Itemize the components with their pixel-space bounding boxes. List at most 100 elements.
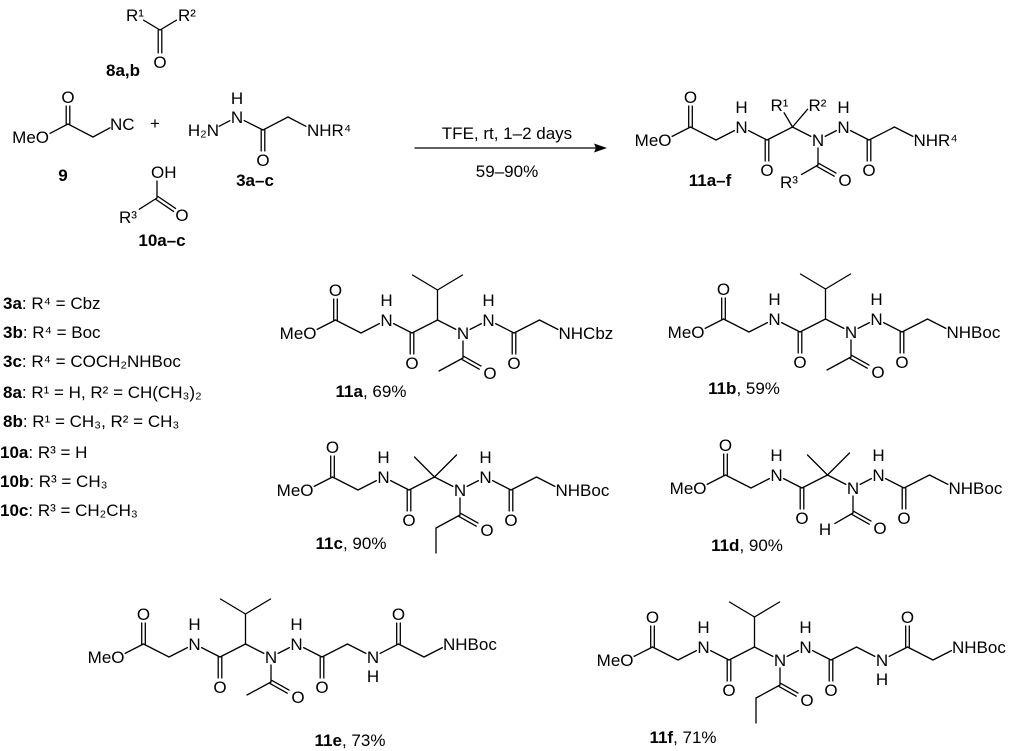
acyl-oxygen: O: [291, 688, 304, 707]
carbonyl-oxygen: O: [213, 678, 226, 697]
carbonyl-oxygen: O: [895, 353, 908, 372]
carbonyl-oxygen: O: [137, 605, 150, 624]
r1-label: R¹: [771, 96, 789, 115]
bond: [753, 601, 781, 618]
terminal-group-label: NHR⁴: [307, 121, 351, 140]
atom-label: H: [380, 291, 392, 310]
compound-id: 11f: [649, 728, 673, 747]
bond: [392, 322, 413, 334]
bond: [893, 126, 914, 138]
atom-label: N: [837, 118, 849, 137]
formyl-hydrogen: H: [819, 520, 831, 539]
bond: [510, 476, 538, 491]
acyl-oxygen: O: [871, 363, 884, 382]
bond: [435, 514, 461, 529]
legend-id: 3a: [3, 294, 22, 313]
bond: [538, 319, 559, 331]
bond: [926, 318, 947, 330]
atom-label: O: [256, 151, 269, 170]
methoxy-label: MeO: [280, 324, 317, 343]
atom-label: H: [231, 89, 243, 108]
carbonyl-oxygen: O: [717, 280, 730, 299]
compound-label: 3a–c: [236, 171, 274, 190]
bond: [806, 454, 829, 476]
terminal-group-label: NHBoc: [443, 635, 497, 654]
bond: [766, 126, 794, 141]
bond: [928, 474, 949, 486]
compound-id: 11e: [315, 731, 342, 750]
atom-label: O: [61, 88, 74, 107]
compound-label: 11a, 69%: [336, 382, 407, 401]
compound-id: 11a: [336, 382, 364, 401]
atom-label: H: [479, 448, 491, 467]
isocyanide-label: NC: [110, 115, 135, 134]
carbonyl-oxygen: O: [722, 681, 735, 700]
compound-id: 11c: [316, 534, 343, 553]
bond: [302, 646, 323, 658]
bond: [397, 643, 425, 658]
compound-label: 11e, 73%: [315, 731, 386, 750]
compound-id: 11a–f: [689, 171, 732, 190]
bond: [633, 646, 654, 658]
compound-label: 11f, 71%: [649, 728, 716, 747]
bond: [513, 319, 541, 334]
bond: [244, 598, 272, 615]
bond: [799, 273, 827, 290]
legend-text: : R¹ = H, R² = CH(CH₃)₂: [22, 383, 202, 402]
bond: [168, 646, 189, 658]
bond: [677, 649, 698, 661]
atom-label: H: [870, 290, 882, 309]
bond: [246, 681, 272, 696]
bond: [748, 321, 769, 333]
bond: [826, 452, 851, 476]
r3-label: R³: [119, 208, 137, 227]
bond: [800, 164, 819, 176]
bond: [331, 476, 359, 491]
compound-yield: , 71%: [673, 728, 716, 747]
compound-yield: , 90%: [739, 536, 782, 555]
terminal-group-label: NHCbz: [559, 324, 614, 343]
atom-label: N: [876, 651, 888, 670]
atom-label: H: [799, 618, 811, 637]
bond: [413, 456, 436, 478]
carbonyl-oxygen: O: [504, 511, 517, 530]
atom-label: N: [479, 468, 491, 487]
carbonyl-oxygen: O: [646, 608, 659, 627]
bond: [706, 474, 727, 486]
bond: [671, 126, 692, 138]
carbonyl-oxygen: O: [795, 509, 808, 528]
bond: [801, 474, 829, 489]
bond: [651, 646, 679, 661]
bond: [826, 474, 847, 486]
bond: [791, 108, 809, 128]
atom-label: N: [735, 118, 747, 137]
r3-label: R³: [780, 173, 798, 192]
double-bond: [458, 515, 477, 527]
bond: [142, 643, 170, 658]
r2-label: R²: [809, 96, 827, 115]
carbonyl-oxygen: O: [719, 436, 732, 455]
atom-label: H: [768, 290, 780, 309]
compound-yield: , 90%: [343, 534, 386, 553]
bond: [466, 479, 480, 488]
bond: [824, 273, 852, 290]
bond: [824, 318, 845, 330]
bond: [753, 646, 774, 658]
atom-label: N: [188, 635, 200, 654]
bond: [884, 477, 905, 489]
terminal-group-label: NHR⁴: [914, 131, 958, 150]
methoxy-label: MeO: [597, 651, 634, 670]
bond: [783, 112, 794, 128]
double-bond: [157, 195, 177, 210]
bond: [747, 129, 768, 141]
bond: [855, 646, 876, 658]
compound-label: 9: [58, 166, 67, 185]
bond: [728, 646, 756, 661]
carbonyl-oxygen: O: [326, 438, 339, 457]
bond: [411, 274, 439, 291]
double-bond: [816, 165, 835, 177]
bond: [868, 126, 896, 141]
atom-label: N: [377, 468, 389, 487]
